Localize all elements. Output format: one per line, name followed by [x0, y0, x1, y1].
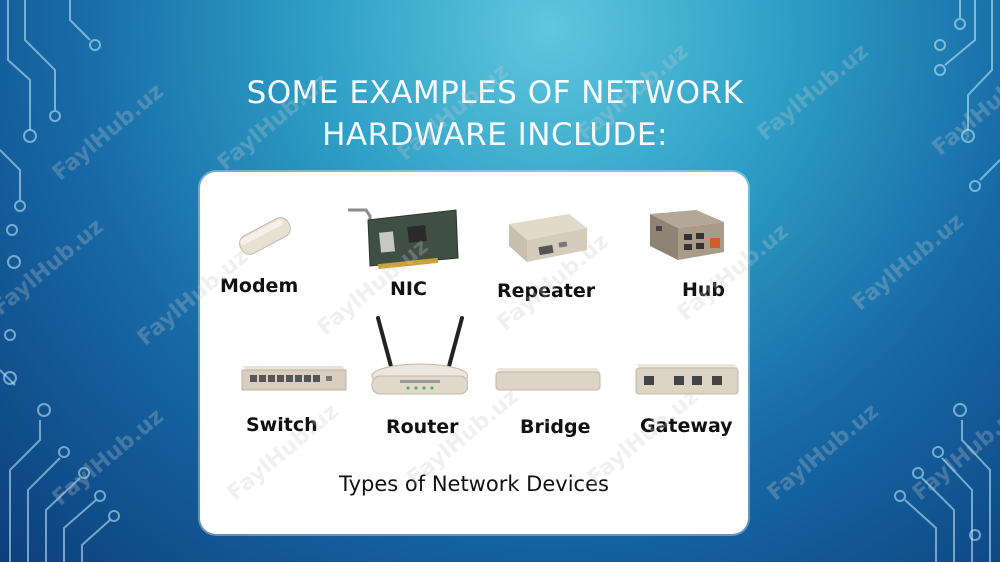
- device-label-repeater: Repeater: [497, 280, 596, 302]
- gateway-icon: [635, 364, 739, 395]
- router-icon: [371, 316, 468, 395]
- usb-modem-icon: [239, 217, 291, 255]
- device-label-hub: Hub: [682, 279, 726, 301]
- slide-title-line-2: HARDWARE INCLUDE:: [322, 117, 668, 153]
- repeater-icon: [509, 214, 587, 262]
- switch-icon: [241, 366, 347, 391]
- figure-caption: Types of Network Devices: [339, 472, 609, 496]
- slide-title: SOME EXAMPLES OF NETWORK HARDWARE INCLUD…: [200, 72, 790, 156]
- network-card-icon: [348, 208, 459, 270]
- device-label-router: Router: [386, 416, 459, 438]
- device-label-nic: NIC: [390, 278, 427, 300]
- device-label-switch: Switch: [246, 414, 318, 436]
- network-devices-figure: Modem NIC Repeater Hub: [200, 172, 748, 534]
- device-label-gateway: Gateway: [640, 415, 733, 437]
- hub-icon: [650, 210, 724, 260]
- device-label-modem: Modem: [220, 275, 299, 297]
- device-label-bridge: Bridge: [520, 416, 591, 438]
- bridge-icon: [495, 368, 601, 391]
- slide-title-line-1: SOME EXAMPLES OF NETWORK: [246, 75, 744, 111]
